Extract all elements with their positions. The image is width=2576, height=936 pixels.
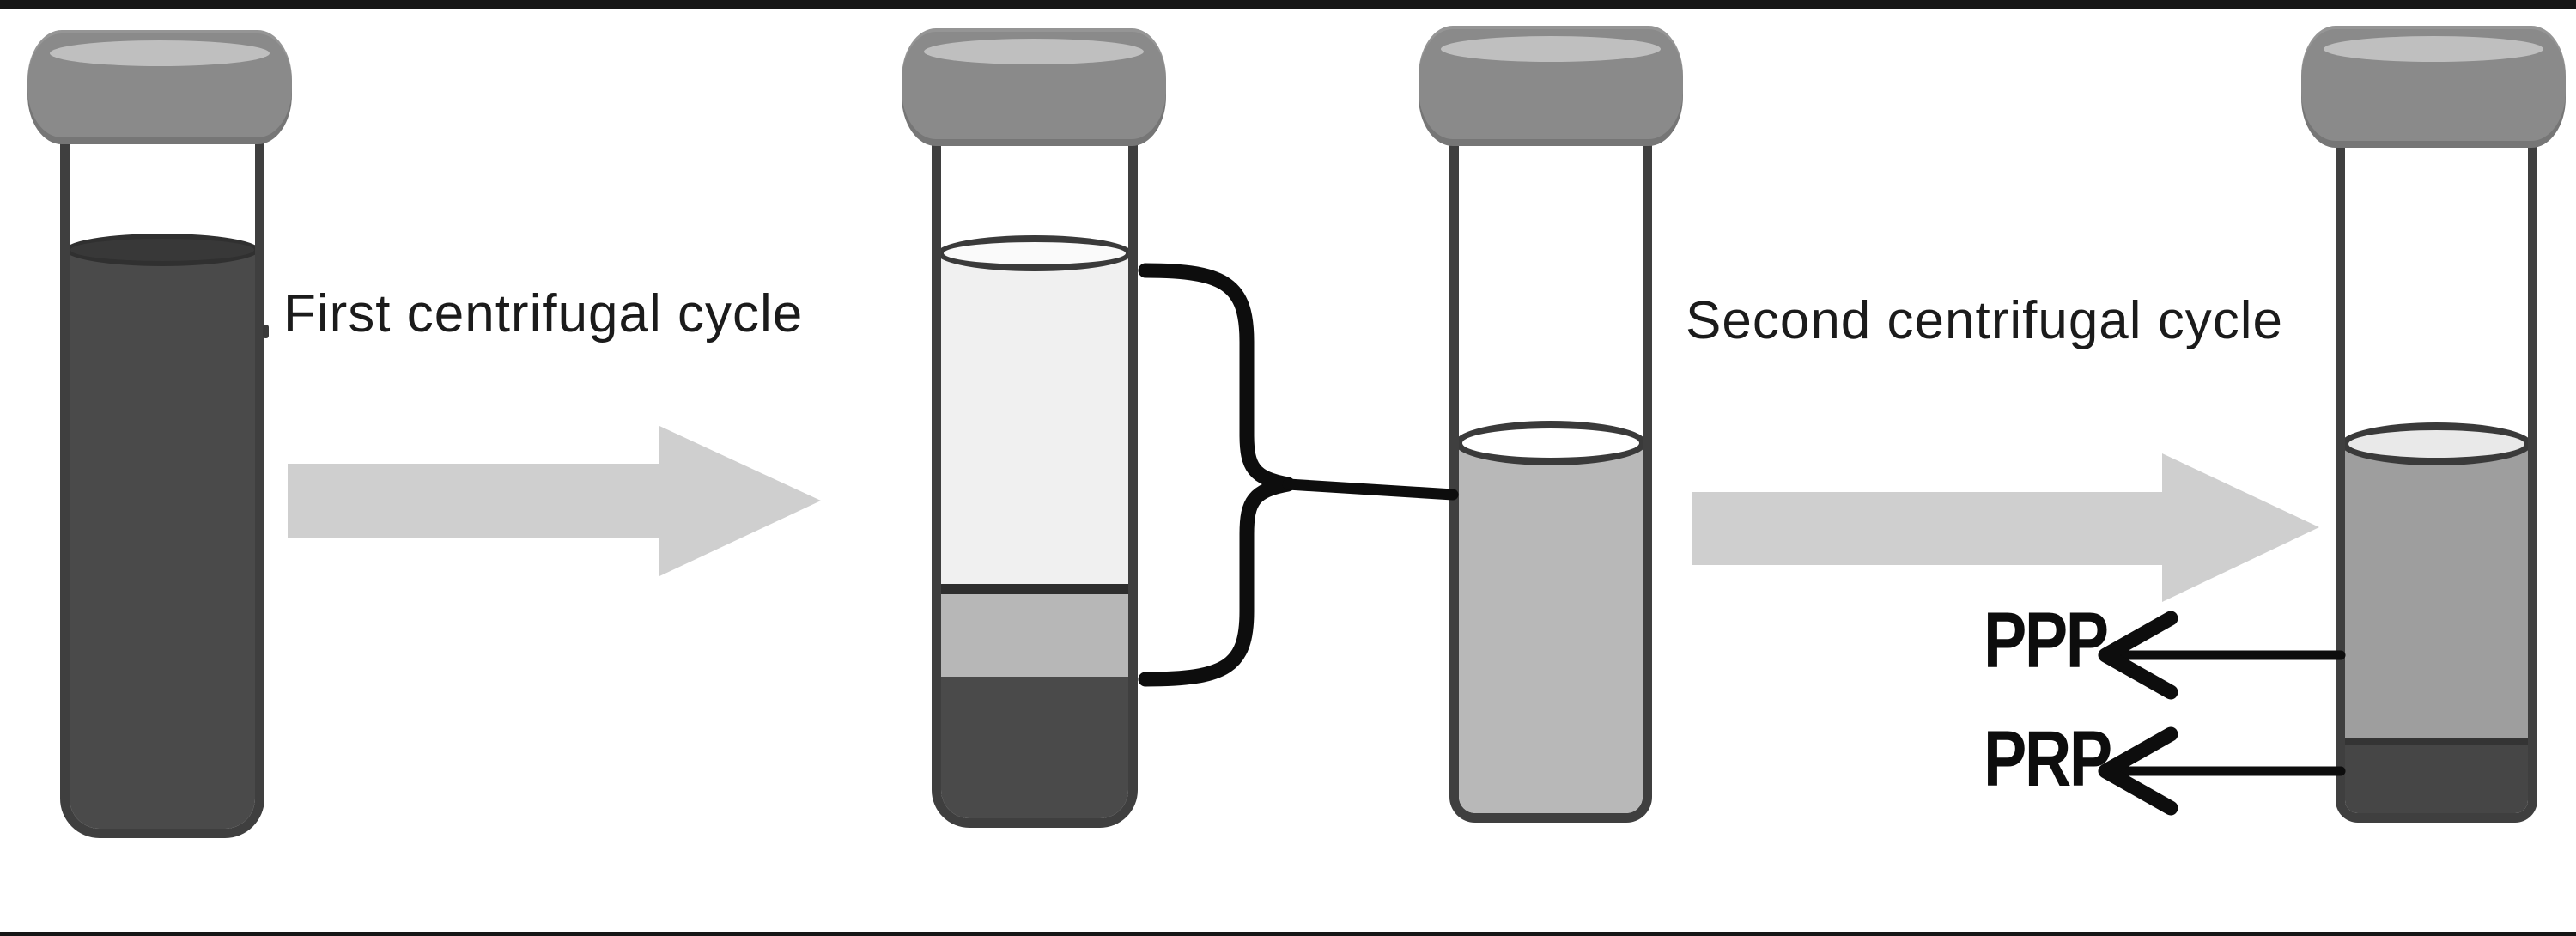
first-cycle-arrow-icon (288, 426, 821, 576)
tube-3-body (1449, 93, 1652, 823)
prp-label: PRP (1984, 715, 2112, 803)
small-ink-mark (263, 325, 269, 338)
tube-4-prp-layer (2345, 738, 2528, 813)
tube-1-cap-highlight (50, 40, 270, 66)
first-cycle-label: First centrifugal cycle (283, 284, 804, 343)
tube-2-cap (902, 28, 1166, 146)
tube-1-whole-blood-layer (70, 249, 255, 829)
second-cycle-label: Second centrifugal cycle (1686, 291, 2284, 350)
tube-3-cap-highlight (1441, 36, 1661, 62)
tube-2-rbc-layer (941, 677, 1128, 818)
top-border-line (0, 0, 2576, 9)
prp-arrowhead-icon (2098, 726, 2178, 816)
bottom-border-line (0, 932, 2576, 936)
tube-2-buffy-coat-layer (941, 594, 1128, 677)
tube-1-body (60, 93, 264, 838)
tube-1-cap (27, 30, 292, 144)
tube-2-cap-highlight (924, 39, 1144, 64)
tube-2-layer-divider (941, 584, 1128, 594)
collection-brace-icon (1138, 263, 1296, 687)
tube-4-cap (2301, 26, 2566, 148)
ppp-arrowhead-icon (2098, 611, 2178, 700)
tube-1-liquid-surface (70, 234, 255, 266)
tube-3-liquid-surface (1459, 421, 1643, 465)
tube-4-body (2336, 93, 2537, 823)
tube-3-plasma-layer (1459, 447, 1643, 813)
brace-to-tube3-line (1282, 478, 1459, 501)
tube-4-liquid-surface (2345, 422, 2528, 465)
tube-4-ppp-layer (2345, 447, 2528, 738)
second-cycle-arrow-icon (1692, 453, 2319, 602)
tube-2-body (932, 93, 1138, 828)
tube-2-liquid-surface (941, 235, 1128, 271)
tube-2-plasma-layer (941, 252, 1128, 589)
tube-3-cap (1419, 26, 1683, 146)
tube-4-cap-highlight (2324, 36, 2543, 62)
ppp-label: PPP (1984, 597, 2109, 684)
